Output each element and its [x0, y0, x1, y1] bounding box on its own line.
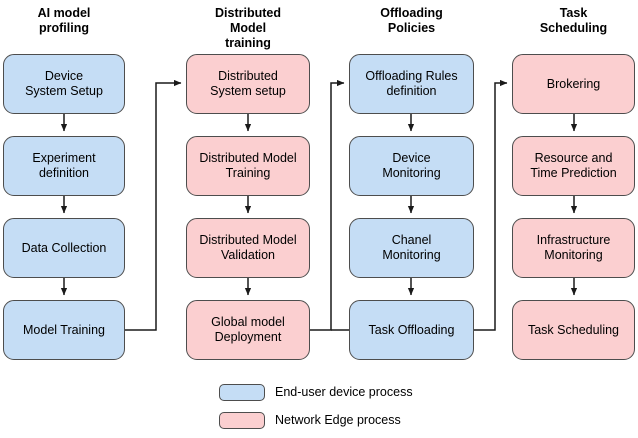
node-device-monitoring[interactable]: Device Monitoring: [349, 136, 474, 196]
node-distributed-system-setup[interactable]: Distributed System setup: [186, 54, 310, 114]
column-header-offloading-policies: Offloading Policies: [380, 6, 443, 35]
connector-col2-to-col3: [310, 79, 345, 331]
node-infrastructure-monitoring[interactable]: Infrastructure Monitoring: [512, 218, 635, 278]
legend-swatch-end-user-device: [219, 384, 265, 401]
column-header-task-scheduling: Task Scheduling: [539, 6, 608, 35]
node-distributed-model-validation[interactable]: Distributed Model Validation: [186, 218, 310, 278]
node-chanel-monitoring[interactable]: Chanel Monitoring: [349, 218, 474, 278]
node-experiment-definition[interactable]: Experiment definition: [3, 136, 125, 196]
connector-col1-to-col2: [125, 79, 182, 331]
connector-col3-to-col4: [474, 79, 508, 331]
legend-label-network-edge: Network Edge process: [275, 413, 401, 427]
legend-swatch-network-edge: [219, 412, 265, 429]
node-brokering[interactable]: Brokering: [512, 54, 635, 114]
node-resource-and-time-prediction[interactable]: Resource and Time Prediction: [512, 136, 635, 196]
node-offloading-rules-definition[interactable]: Offloading Rules definition: [349, 54, 474, 114]
node-task-scheduling[interactable]: Task Scheduling: [512, 300, 635, 360]
node-model-training[interactable]: Model Training: [3, 300, 125, 360]
node-task-offloading[interactable]: Task Offloading: [349, 300, 474, 360]
legend-label-end-user-device: End-user device process: [275, 385, 413, 399]
node-device-system-setup[interactable]: Device System Setup: [3, 54, 125, 114]
node-global-model-deployment[interactable]: Global model Deployment: [186, 300, 310, 360]
node-distributed-model-training[interactable]: Distributed Model Training: [186, 136, 310, 196]
column-header-distributed-model-training: Distributed Model training: [215, 6, 281, 50]
column-header-ai-model-profiling: AI model profiling: [37, 6, 91, 35]
node-data-collection[interactable]: Data Collection: [3, 218, 125, 278]
